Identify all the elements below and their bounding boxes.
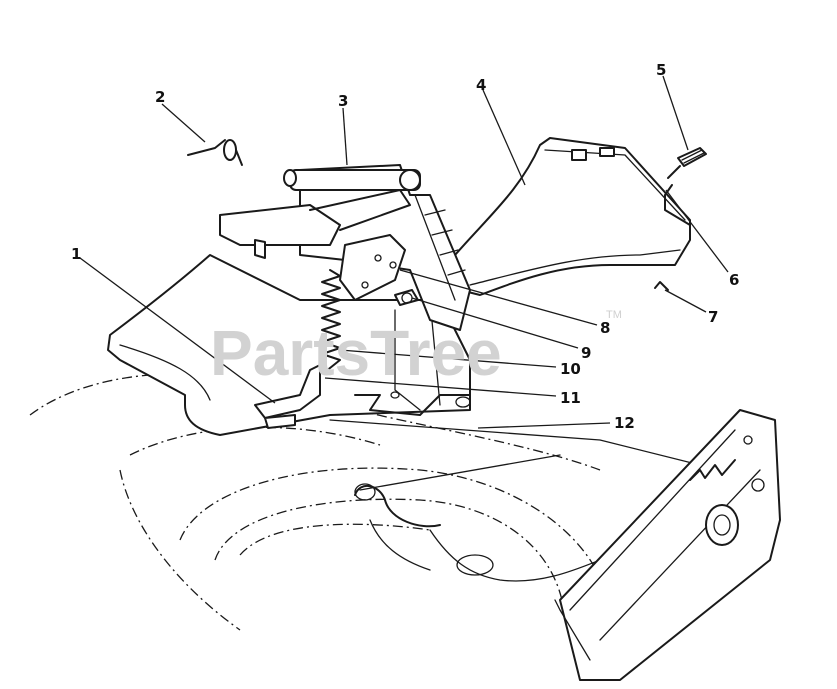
chute-deflector: [454, 137, 691, 296]
callout-4: 4: [476, 76, 486, 94]
latch-clip-part5: [667, 147, 707, 179]
height-adjust-bracket: [554, 409, 781, 681]
callout-12: 12: [614, 414, 635, 432]
callout-5: 5: [656, 61, 666, 79]
rear-door-assembly: [219, 164, 471, 331]
callout-9: 9: [581, 344, 591, 362]
callout-1: 1: [71, 245, 81, 263]
torsion-spring-coil: [321, 269, 341, 373]
callout-8: 8: [600, 319, 610, 337]
hinge-bracket: [254, 364, 321, 429]
callout-11: 11: [560, 389, 581, 407]
leader-lines: [79, 75, 729, 429]
watermark-text: PartsTree: [210, 317, 502, 389]
callout-3: 3: [338, 92, 348, 110]
callout-7: 7: [708, 308, 718, 326]
callout-10: 10: [560, 360, 581, 378]
chute-housing: [107, 254, 471, 436]
callout-6: 6: [729, 271, 739, 289]
callout-2: 2: [155, 88, 165, 106]
torsion-spring-part2: [187, 139, 243, 166]
screw-part7: [654, 281, 669, 291]
watermark-tm: TM: [606, 309, 622, 321]
